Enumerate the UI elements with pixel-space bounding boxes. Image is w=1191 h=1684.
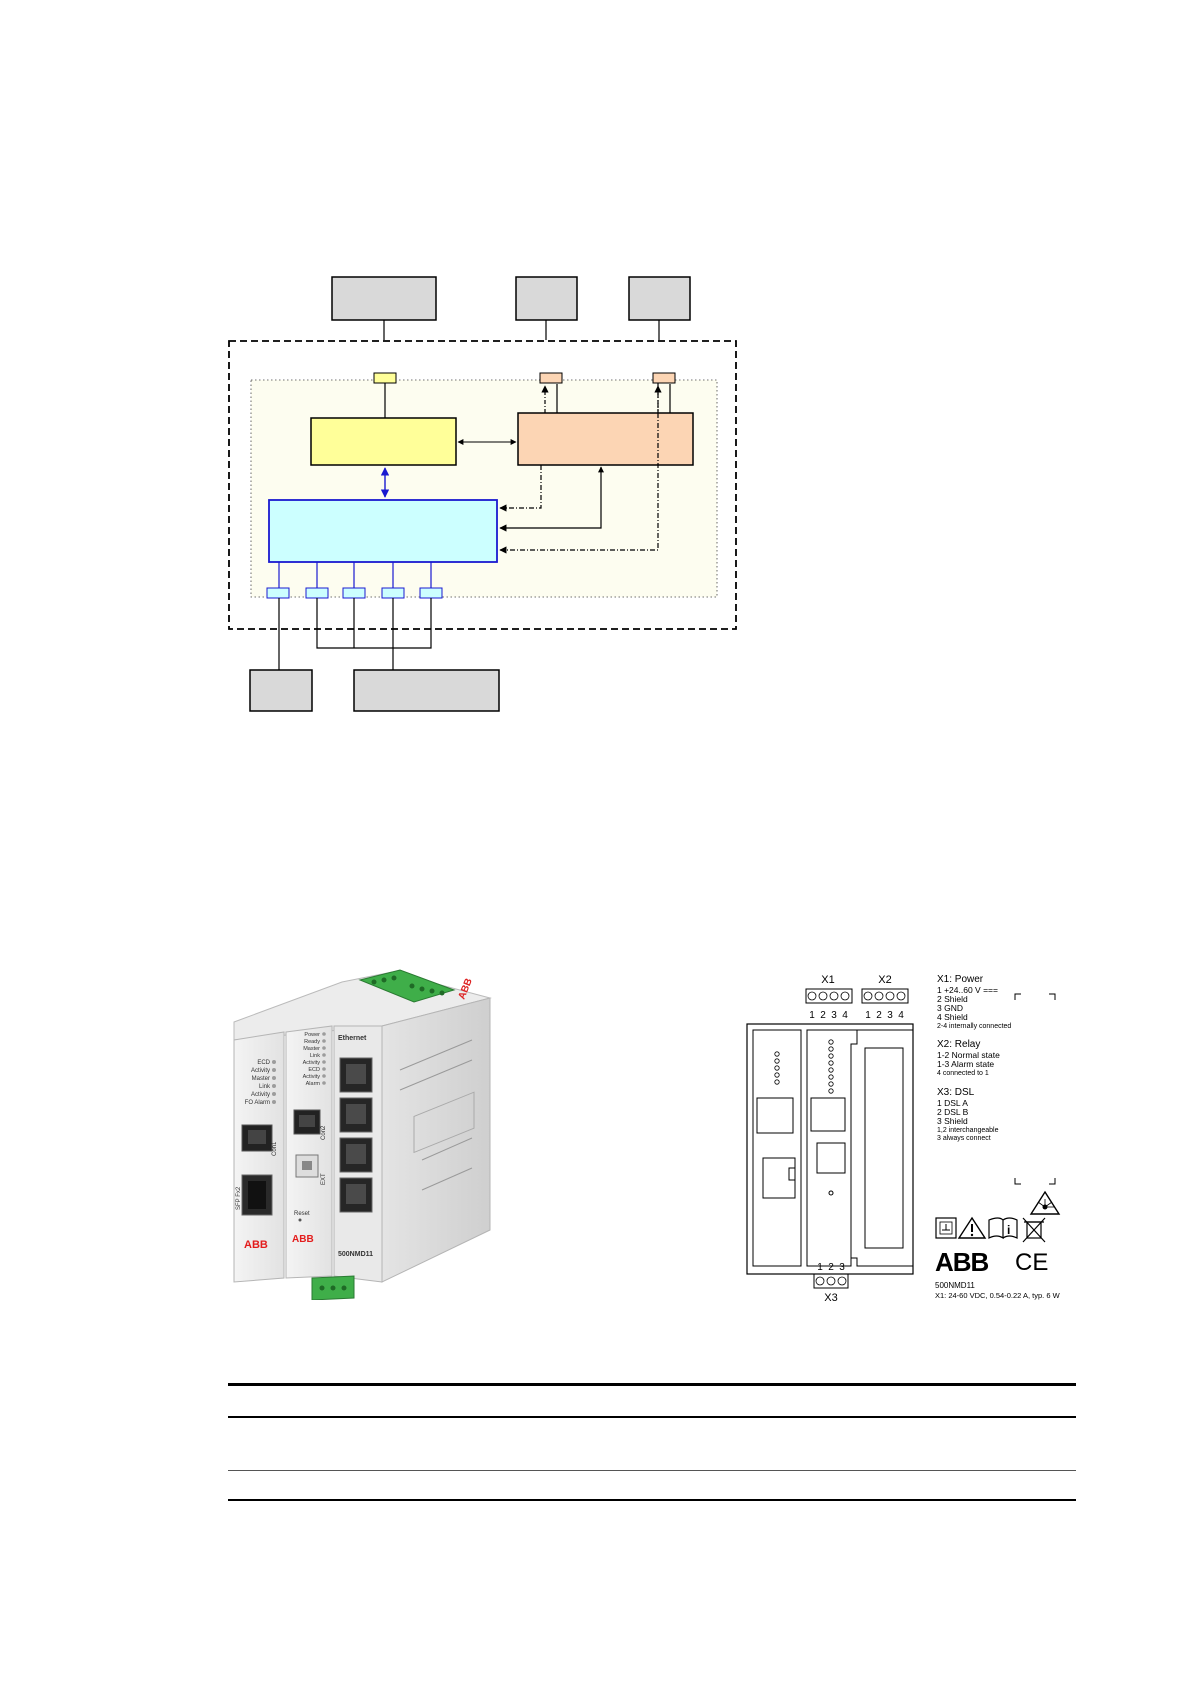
led-label: Activity — [303, 1060, 321, 1066]
power-line: 2-4 internally connected — [937, 1023, 1011, 1030]
dsl-line: 3 Shield — [937, 1116, 968, 1126]
label-drawing: X1 X2 1 2 3 4 1 2 3 4 1 2 3 — [746, 974, 1061, 1304]
x1-terminal — [805, 988, 853, 1004]
module-right — [850, 1029, 914, 1267]
pin-number: 1 — [817, 1262, 823, 1273]
x3-label: X3 — [824, 1292, 837, 1304]
relay-line: 1-2 Normal state — [937, 1050, 1000, 1060]
led-label: FO Alarm — [245, 1100, 270, 1106]
connector-bottom-1 — [266, 587, 290, 599]
device-photo: ABB ECD Activity Master Link Activity FO… — [233, 969, 492, 1300]
connector-bottom-2 — [305, 587, 329, 599]
port-label: Con1 — [272, 1141, 278, 1156]
power-line: 1 +24..60 V === — [937, 985, 998, 995]
usb-label: EXT — [321, 1173, 327, 1185]
brand-logo: ABB — [292, 1234, 314, 1245]
brand-logo: ABB — [244, 1239, 268, 1251]
external-box-bottom-left — [249, 669, 313, 712]
x1-label: X1 — [821, 974, 834, 986]
device-boundary — [228, 340, 737, 630]
reset-label: Reset — [294, 1211, 310, 1217]
external-box-top-right — [628, 276, 691, 321]
connector-top-1 — [373, 372, 397, 384]
x2-terminal — [861, 988, 909, 1004]
led-label: Activity — [251, 1068, 270, 1074]
dsl-line: 1 DSL A — [937, 1098, 968, 1108]
ground-icon — [935, 1217, 957, 1239]
connector-top-2 — [539, 372, 563, 384]
manual-icon: i — [988, 1217, 1018, 1240]
module-left — [752, 1029, 802, 1267]
yellow-block — [310, 417, 457, 466]
pin-number: 1 — [865, 1010, 871, 1021]
table-rule-bottom — [228, 1499, 1076, 1501]
led-label: Activity — [251, 1092, 270, 1098]
x2-label: X2 — [878, 974, 891, 986]
led-label: ECD — [257, 1060, 270, 1066]
led-label: Ready — [304, 1039, 320, 1045]
pin-number: 1 — [809, 1010, 815, 1021]
weee-bin-icon — [1022, 1217, 1046, 1243]
power-line: 2 Shield — [937, 994, 968, 1004]
pin-number: 3 — [839, 1262, 845, 1273]
model-label: 500NMD11 — [338, 1251, 373, 1258]
connector-bottom-4 — [381, 587, 405, 599]
module-middle — [806, 1029, 858, 1267]
ce-mark: CE — [1015, 1249, 1048, 1276]
power-line: 4 Shield — [937, 1012, 968, 1022]
led-label: Master — [252, 1076, 270, 1082]
rating-label: X1: 24-60 VDC, 0.54-0.22 A, typ. 6 W — [935, 1291, 1061, 1300]
power-line: 3 GND — [937, 1003, 963, 1013]
dsl-line: 2 DSL B — [937, 1107, 969, 1117]
led-label: Alarm — [306, 1081, 321, 1087]
pin-number: 3 — [887, 1010, 893, 1021]
sfp-label: SFP Fx2 — [236, 1186, 242, 1210]
external-box-top-left — [331, 276, 437, 321]
table-rule-header — [228, 1416, 1076, 1418]
led-label: ECD — [308, 1067, 320, 1073]
led-label: Link — [310, 1053, 320, 1059]
external-box-bottom-right — [353, 669, 500, 712]
pin-number: 4 — [842, 1010, 848, 1021]
x3-terminal — [813, 1273, 849, 1289]
power-title: X1: Power — [937, 974, 984, 985]
block-diagram — [228, 276, 737, 712]
port-label: Con2 — [321, 1125, 327, 1140]
led-label: Activity — [303, 1074, 321, 1080]
table-rule-row — [228, 1470, 1076, 1471]
relay-line: 1-3 Alarm state — [937, 1059, 994, 1069]
led-label: Master — [303, 1046, 320, 1052]
pin-number: 2 — [876, 1010, 882, 1021]
table-rule-top — [228, 1383, 1076, 1386]
pin-number: 2 — [828, 1262, 834, 1273]
brand-logo: ABB — [935, 1247, 989, 1277]
dsl-line: 3 always connect — [937, 1135, 991, 1142]
pin-number: 3 — [831, 1010, 837, 1021]
connector-bottom-3 — [342, 587, 366, 599]
dsl-line: 1,2 interchangeable — [937, 1127, 999, 1134]
ethernet-label: Ethernet — [338, 1035, 367, 1042]
led-label: Power — [304, 1032, 320, 1038]
warning-icon — [957, 1216, 987, 1239]
model-label: 500NMD11 — [935, 1281, 975, 1290]
svg-text:i: i — [1007, 1223, 1010, 1237]
relay-title: X2: Relay — [937, 1039, 980, 1050]
reset-button — [298, 1218, 302, 1222]
cyan-block — [268, 499, 498, 563]
pin-number: 4 — [898, 1010, 904, 1021]
orange-block — [517, 412, 694, 466]
dsl-title: X3: DSL — [937, 1087, 975, 1098]
ethernet-port-3 — [339, 1137, 373, 1173]
pin-number: 2 — [820, 1010, 826, 1021]
connector-top-3 — [652, 372, 676, 384]
external-box-top-middle — [515, 276, 578, 321]
connector-bottom-5 — [419, 587, 443, 599]
laser-warning-icon — [1029, 1190, 1061, 1215]
relay-line: 4 connected to 1 — [937, 1070, 989, 1077]
led-label: Link — [259, 1084, 271, 1090]
